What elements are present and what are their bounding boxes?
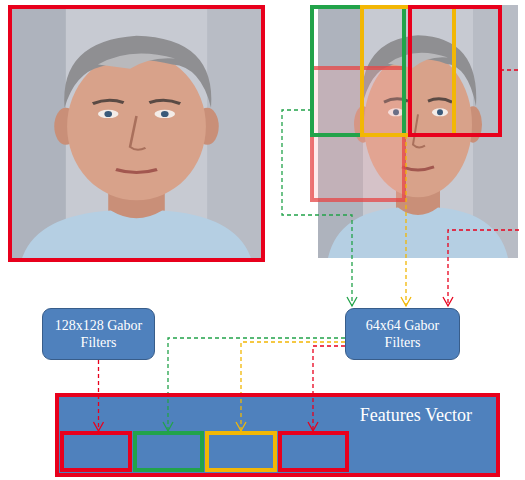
- leader-line: [282, 110, 352, 306]
- photo-frame: [10, 7, 263, 260]
- leader-line: [405, 135, 406, 306]
- node-label: Features Vector: [360, 404, 472, 426]
- region-box: [410, 7, 500, 135]
- vector-fill: [55, 393, 500, 477]
- dashed-arrow: [241, 342, 345, 431]
- leader-line: [448, 70, 520, 306]
- feature-slot: [62, 433, 130, 470]
- dashed-arrow: [313, 346, 345, 431]
- filter-box: 64x64 Gabor Filters: [345, 308, 460, 360]
- feature-slot: [135, 433, 202, 470]
- face-photo: [8, 5, 265, 262]
- feature-slot: [207, 433, 275, 470]
- node-label: 64x64 Gabor Filters: [354, 317, 451, 351]
- feature-slot: [280, 433, 347, 470]
- features-band: Features Vector: [55, 393, 500, 477]
- region-box: [312, 7, 404, 135]
- dashed-arrow: [168, 338, 345, 431]
- filter-box: 128x128 Gabor Filters: [42, 308, 155, 360]
- node-label: 128x128 Gabor Filters: [51, 317, 146, 351]
